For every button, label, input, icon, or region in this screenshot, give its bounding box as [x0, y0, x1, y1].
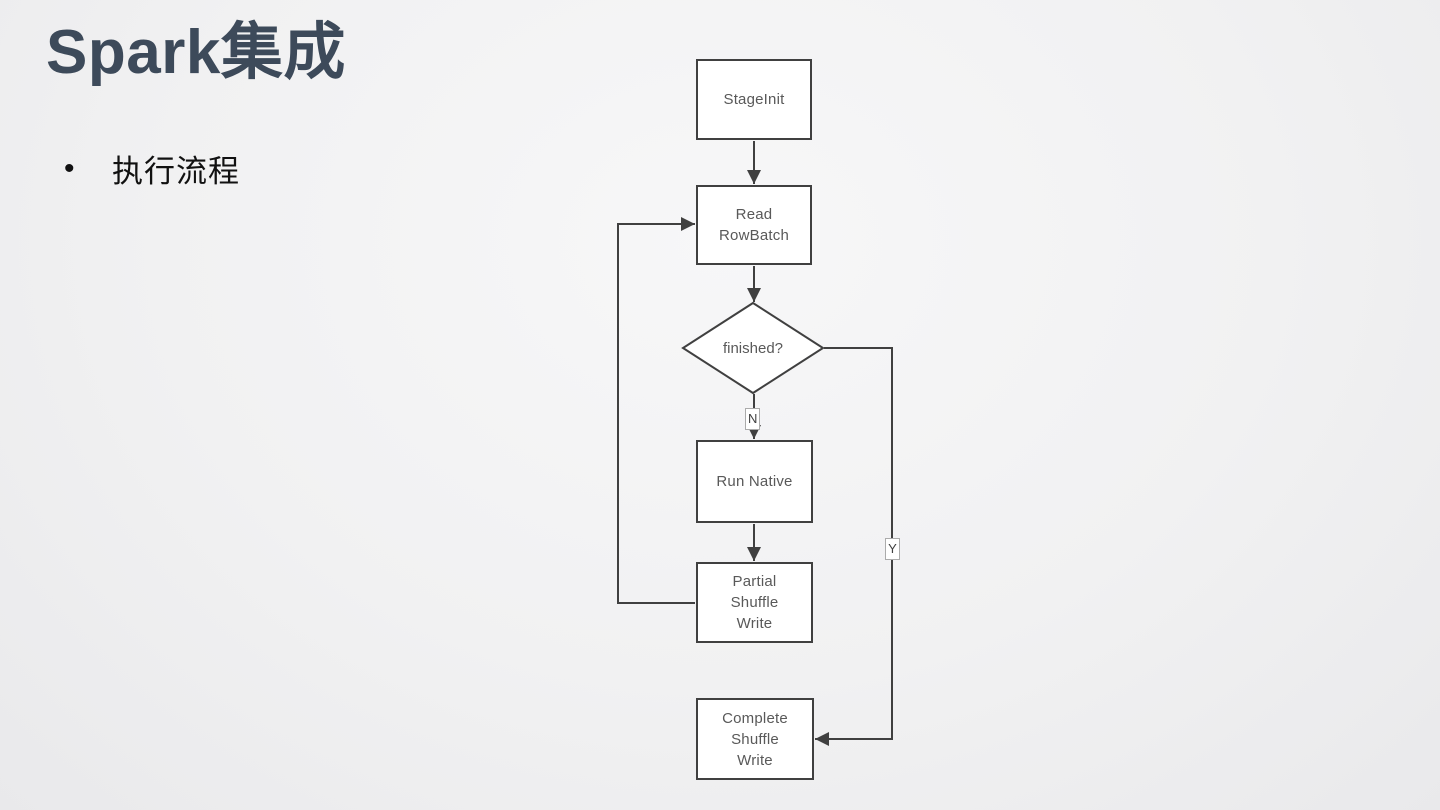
page-title: Spark集成 [46, 18, 346, 87]
decision-diamond [681, 301, 825, 395]
node-label-line: Shuffle [730, 594, 779, 611]
node-read-rowbatch: Read RowBatch [696, 185, 812, 265]
node-finished-decision-label: finished? [722, 339, 784, 357]
node-label-line: Read [735, 206, 773, 223]
node-partial-shuffle-write: Partial Shuffle Write [696, 562, 813, 643]
node-complete-shuffle-write: Complete Shuffle Write [696, 698, 814, 780]
node-run-native: Run Native [696, 440, 813, 523]
bullet-icon: • [64, 151, 75, 185]
node-label-line: Write [737, 751, 773, 769]
arrow-finished-yes-to-complete [815, 347, 893, 746]
branch-label-yes: Y [885, 538, 900, 560]
node-stage-init: StageInit [696, 59, 812, 140]
node-label-line: StageInit [723, 91, 785, 108]
bullet-label: 执行流程 [112, 154, 240, 189]
node-label-line: RowBatch [719, 227, 789, 244]
node-label-line: Write [736, 615, 773, 632]
arrow-partial-loop-to-read [617, 217, 695, 604]
bullet-item: • 执行流程 [60, 146, 240, 191]
node-label-line: Partial [732, 573, 777, 590]
node-label-line: Run Native [716, 473, 793, 490]
node-label-line: Shuffle [731, 730, 779, 748]
branch-label-no: N [745, 408, 761, 430]
node-label-line: Complete [722, 709, 788, 727]
